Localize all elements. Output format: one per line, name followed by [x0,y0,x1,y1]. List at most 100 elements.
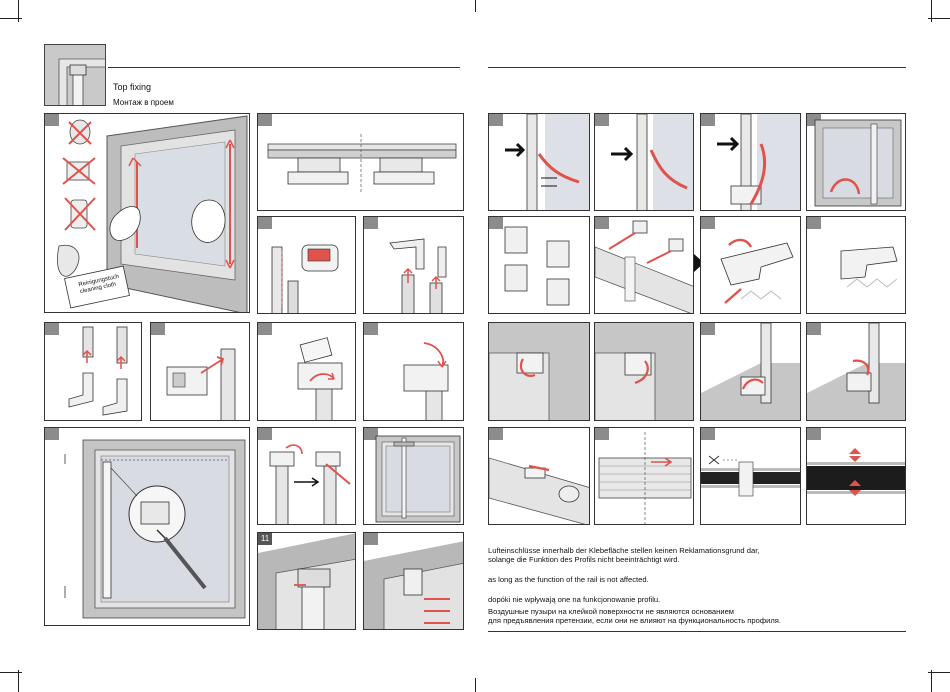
crop-mark [475,678,476,692]
rail-press-illustration [505,114,589,210]
corner-clip-illustration [489,323,589,420]
crop-mark [0,672,22,673]
step-panel-r4 [806,113,906,211]
step-panel-r1 [488,113,590,211]
step-badge [364,533,378,545]
step-panel-r2 [594,113,694,211]
crop-mark [18,670,19,692]
note-ru-line1: Воздушные пузыри на клейкой поверхности … [488,607,735,616]
step-panel-r7 [700,216,801,314]
next-step-arrow [694,254,704,272]
step-panel-r15 [700,427,801,525]
step-panel-r13 [488,427,590,525]
profile-attach-illustration [258,533,355,629]
note-de-line2: solange die Funktion des Profils nicht b… [488,555,680,564]
clips-set-illustration [504,226,570,306]
header-rule-right [488,67,906,68]
step-badge [364,428,378,440]
step-panel-rail [257,113,464,211]
step-badge [489,114,503,126]
crop-mark [928,672,950,673]
pleated-blind-illustration [598,432,692,524]
step-panel-clip-slide [150,322,250,421]
note-pl: dopóki nie wpływają one na funkcjonowani… [488,595,661,604]
rail-illustration [267,134,457,194]
corner-clip-2-illustration [595,323,693,420]
step-panel-r9 [488,322,590,421]
step-panel-clip-lock [363,322,464,421]
step-badge [701,428,715,440]
note-de-line1: Lufteinschlüsse innerhalb der Klebefläch… [488,546,760,555]
clip-lock-illustration [403,342,449,420]
header-thumbnail [44,44,106,106]
pleat-attach-illustration [595,220,693,313]
blind-install-illustration [64,439,246,619]
step-panel-cleaning: Reinigungstuch cleaning cloth [44,113,250,313]
step-panel-r11 [700,322,801,421]
window-corner-icon [45,45,105,105]
crop-mark [928,18,950,19]
step-panel-bracket-mount [44,322,142,421]
note-en: as long as the function of the rail is n… [488,575,649,584]
cord-guide-illustration [269,444,351,524]
step-panel-r5 [488,216,590,314]
step-badge [45,428,59,440]
cut-cord-illustration [701,455,800,497]
step-panel-bracket [363,216,464,314]
rail-press-2-illustration [611,114,693,210]
step-badge [595,428,609,440]
step-panel-cord-guide [257,427,356,525]
crop-mark [475,0,476,12]
step-badge [151,323,165,335]
profile-mounted-illustration [840,246,898,288]
step-badge [701,217,715,229]
step-panel-blind-install [44,427,250,626]
step-badge [364,323,378,335]
header-rule-left [108,67,460,68]
step-badge [45,323,59,335]
bracket-illustration [389,238,447,313]
clip-insert-illustration [271,244,339,313]
cleaning-illustration [57,115,248,312]
note-ru-line2: для предъявления претензии, если они не … [488,616,782,625]
profile-adjust-illustration [807,448,905,496]
cord-clip-illustration [701,323,800,420]
window-tension-illustration [814,119,902,207]
step-badge [489,428,503,440]
clip-rotate-illustration [297,337,343,420]
step-badge [364,217,378,229]
window-view-illustration [375,435,461,523]
step-panel-window-view [363,427,464,525]
notes-rule [488,631,906,632]
crop-mark [0,18,22,19]
crop-mark [18,0,19,22]
step-badge [489,217,503,229]
step-badge [807,323,821,335]
step-panel-clip-rotate [257,322,356,421]
step-panel-11: 11 [257,532,356,630]
step-badge [258,428,272,440]
step-panel-r3 [700,113,801,211]
rail-press-3-illustration [717,114,800,210]
step-panel-clip-insert [257,216,356,314]
step-panel-r8 [806,216,906,314]
step-badge [258,217,272,229]
step-panel-r10 [594,322,694,421]
title-en: Top fixing [113,82,152,92]
profile-clip-illustration [720,238,794,304]
step-badge [258,114,272,126]
handle-pull-illustration [489,457,589,524]
step-badge [595,217,609,229]
step-panel-r14 [594,427,694,525]
step-badge [701,323,715,335]
step-badge [595,114,609,126]
step-panel-r12 [806,322,906,421]
step-badge [807,217,821,229]
step-badge-11: 11 [258,533,272,545]
crop-mark [931,670,932,692]
step-panel-brackets-fix [363,532,464,630]
brackets-fix-illustration [364,541,463,629]
step-badge [258,323,272,335]
clip-slide-illustration [166,348,236,420]
cord-clip-2-illustration [807,323,905,420]
